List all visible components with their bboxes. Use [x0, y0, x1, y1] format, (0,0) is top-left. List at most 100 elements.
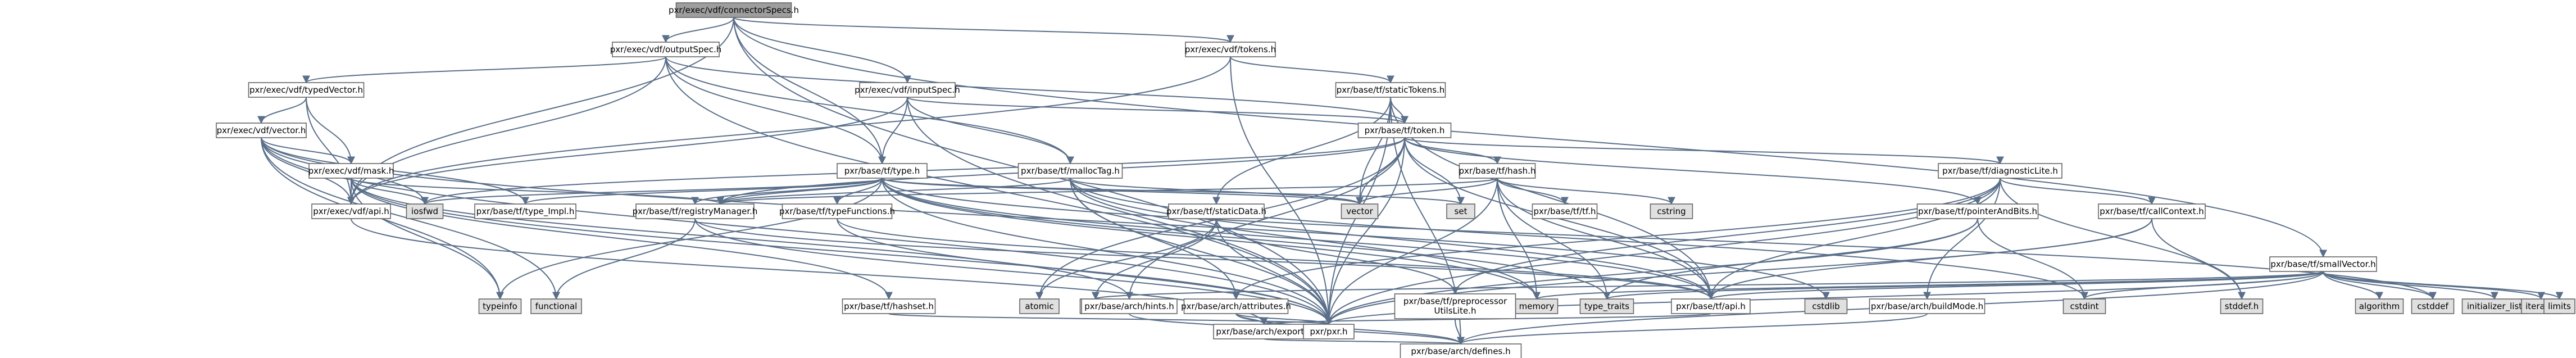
node-box-hashset[interactable]	[842, 298, 936, 314]
node-box-tokensVdf[interactable]	[1185, 42, 1276, 57]
edge-inputSpec-to-type	[878, 97, 908, 165]
node-vector[interactable]: pxr/exec/vdf/vector.h	[216, 123, 307, 138]
node-staticTokens[interactable]: pxr/base/tf/staticTokens.h	[1335, 82, 1446, 98]
node-inputSpec[interactable]: pxr/exec/vdf/inputSpec.h	[855, 82, 960, 98]
node-box-memory[interactable]	[1515, 298, 1559, 314]
node-type[interactable]: pxr/base/tf/type.h	[837, 163, 928, 179]
node-vdfApi[interactable]: pxr/exec/vdf/api.h	[311, 203, 391, 219]
node-box-staticData[interactable]	[1168, 203, 1265, 219]
node-box-stddef[interactable]	[2220, 298, 2264, 314]
node-atomic[interactable]: atomic	[1019, 298, 1060, 314]
node-box-vector[interactable]	[216, 123, 307, 138]
node-tfApi[interactable]: pxr/base/tf/api.h	[1671, 298, 1751, 314]
node-mallocTag[interactable]: pxr/base/tf/mallocTag.h	[1017, 163, 1123, 179]
edge-inputSpec-to-vdfApi	[347, 97, 908, 205]
node-box-initializer_list[interactable]	[2461, 298, 2528, 314]
node-smallVector[interactable]: pxr/base/tf/smallVector.h	[2269, 256, 2377, 272]
node-box-pointerAndBits[interactable]	[1916, 203, 2039, 219]
node-cstddef[interactable]: cstddef	[2411, 298, 2455, 314]
node-archExport[interactable]: pxr/base/arch/export.h	[1213, 324, 1315, 339]
node-box-atomic[interactable]	[1019, 298, 1060, 314]
node-box-buildMode[interactable]	[1869, 298, 1986, 314]
node-box-preprocessorUtils[interactable]	[1394, 293, 1516, 319]
node-box-functional[interactable]	[530, 298, 582, 314]
node-hash[interactable]: pxr/base/tf/hash.h	[1459, 163, 1536, 179]
node-attributes[interactable]: pxr/base/arch/attributes.h	[1181, 298, 1291, 314]
node-buildMode[interactable]: pxr/base/arch/buildMode.h	[1869, 298, 1986, 314]
node-box-token[interactable]	[1357, 123, 1452, 138]
node-box-tf[interactable]	[1532, 203, 1598, 219]
edge-outputSpec-to-token	[665, 56, 1409, 124]
node-box-type_traits[interactable]	[1579, 298, 1634, 314]
node-registryManager[interactable]: pxr/base/tf/registryManager.h	[633, 203, 758, 219]
node-box-cstdint[interactable]	[2062, 298, 2106, 314]
node-box-type[interactable]	[837, 163, 928, 179]
node-pxr[interactable]: pxr/pxr.h	[1303, 324, 1355, 339]
node-box-limits[interactable]	[2543, 298, 2575, 314]
edge-callContext-to-stddef	[2151, 218, 2246, 300]
node-box-vdfApi[interactable]	[311, 203, 391, 219]
node-functional[interactable]: functional	[530, 298, 582, 314]
node-typedVector[interactable]: pxr/exec/vdf/typedVector.h	[248, 82, 365, 98]
node-box-defines[interactable]	[1400, 343, 1522, 358]
node-set[interactable]: set	[1446, 203, 1475, 219]
node-callContext[interactable]: pxr/base/tf/callContext.h	[2098, 203, 2206, 219]
edge-diagnosticLite-to-callContext	[2000, 178, 2156, 205]
node-memory[interactable]: memory	[1515, 298, 1559, 314]
node-box-cstddef[interactable]	[2411, 298, 2455, 314]
node-box-pxr[interactable]	[1303, 324, 1355, 339]
node-box-cstdlib[interactable]	[1804, 298, 1848, 314]
node-box-iosfwd[interactable]	[406, 203, 444, 219]
node-mask[interactable]: pxr/exec/vdf/mask.h	[308, 163, 394, 179]
node-initializer_list[interactable]: initializer_list	[2461, 298, 2528, 314]
node-cstring[interactable]: cstring	[1650, 203, 1693, 219]
node-root[interactable]: pxr/exec/vdf/connectorSpecs.h	[669, 2, 799, 18]
node-box-inputSpec[interactable]	[859, 82, 956, 98]
node-box-staticTokens[interactable]	[1335, 82, 1446, 98]
node-box-attributes[interactable]	[1183, 298, 1289, 314]
node-box-registryManager[interactable]	[635, 203, 755, 219]
node-cstdlib[interactable]: cstdlib	[1804, 298, 1848, 314]
node-typeinfo[interactable]: typeinfo	[478, 298, 522, 314]
node-box-smallVector[interactable]	[2269, 256, 2377, 272]
node-box-typeFunctions[interactable]	[782, 203, 893, 219]
node-cstdint[interactable]: cstdint	[2062, 298, 2106, 314]
node-pointerAndBits[interactable]: pxr/base/tf/pointerAndBits.h	[1916, 203, 2039, 219]
node-hashset[interactable]: pxr/base/tf/hashset.h	[842, 298, 936, 314]
node-box-diagnosticLite[interactable]	[1938, 163, 2062, 179]
node-box-algorithm[interactable]	[2355, 298, 2404, 314]
node-box-typedVector[interactable]	[248, 82, 365, 98]
node-box-typeinfo[interactable]	[478, 298, 522, 314]
node-defines[interactable]: pxr/base/arch/defines.h	[1400, 343, 1522, 358]
node-box-tfApi[interactable]	[1671, 298, 1751, 314]
node-iosfwd[interactable]: iosfwd	[406, 203, 444, 219]
node-box-root[interactable]	[675, 2, 792, 18]
node-outputSpec[interactable]: pxr/exec/vdf/outputSpec.h	[610, 42, 722, 57]
node-algorithm[interactable]: algorithm	[2355, 298, 2404, 314]
node-box-mask[interactable]	[308, 163, 394, 179]
node-box-set[interactable]	[1446, 203, 1475, 219]
node-box-hash[interactable]	[1459, 163, 1536, 179]
node-box-callContext[interactable]	[2098, 203, 2206, 219]
node-box-outputSpec[interactable]	[612, 42, 720, 57]
node-box-cstring[interactable]	[1650, 203, 1693, 219]
node-box-typeImpl[interactable]	[474, 203, 576, 219]
node-limits[interactable]: limits	[2543, 298, 2575, 314]
node-type_traits[interactable]: type_traits	[1579, 298, 1634, 314]
node-vectorStd[interactable]: vector	[1341, 203, 1379, 219]
node-typeImpl[interactable]: pxr/base/tf/type_Impl.h	[474, 203, 576, 219]
node-box-mallocTag[interactable]	[1017, 163, 1123, 179]
node-box-hints[interactable]	[1081, 298, 1178, 314]
node-staticData[interactable]: pxr/base/tf/staticData.h	[1166, 203, 1266, 219]
edge-tokensVdf-to-vdfApi	[347, 56, 1231, 205]
node-diagnosticLite[interactable]: pxr/base/tf/diagnosticLite.h	[1938, 163, 2062, 179]
node-stddef[interactable]: stddef.h	[2220, 298, 2264, 314]
node-box-vectorStd[interactable]	[1341, 203, 1379, 219]
node-label-iosfwd: iosfwd	[411, 206, 438, 216]
node-token[interactable]: pxr/base/tf/token.h	[1357, 123, 1452, 138]
node-tf[interactable]: pxr/base/tf/tf.h	[1532, 203, 1598, 219]
node-tokensVdf[interactable]: pxr/exec/vdf/tokens.h	[1185, 42, 1276, 57]
node-hints[interactable]: pxr/base/arch/hints.h	[1081, 298, 1178, 314]
node-typeFunctions[interactable]: pxr/base/tf/typeFunctions.h	[779, 203, 895, 219]
